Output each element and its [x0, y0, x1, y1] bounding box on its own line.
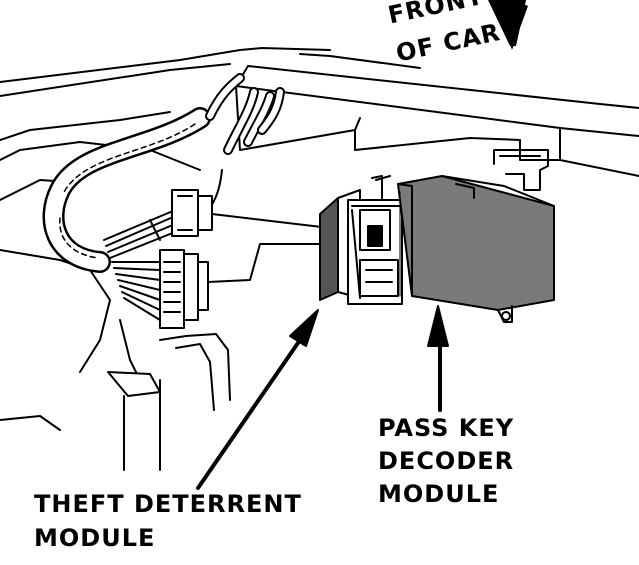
connector-leads: [207, 213, 331, 283]
lower-structure: [0, 141, 231, 471]
lower-connector: [159, 249, 209, 329]
upper-connector: [171, 189, 213, 237]
dash-panel: [0, 47, 639, 177]
mounting-bracket: [493, 149, 549, 191]
theft-label-line1: THEFT DETERRENT: [34, 490, 302, 518]
pass-key-label-line1: PASS KEY: [378, 414, 515, 442]
theft-label-line2: MODULE: [34, 524, 156, 552]
wiring-harness: [42, 73, 285, 321]
pass-key-label-line3: MODULE: [378, 480, 500, 508]
front-direction-arrow: [488, 0, 528, 50]
theft-deterrent-module: [319, 175, 403, 305]
callout-arrows: [196, 305, 449, 490]
pass-key-decoder-module: [397, 175, 555, 323]
pass-key-label-line2: DECODER: [378, 447, 515, 475]
